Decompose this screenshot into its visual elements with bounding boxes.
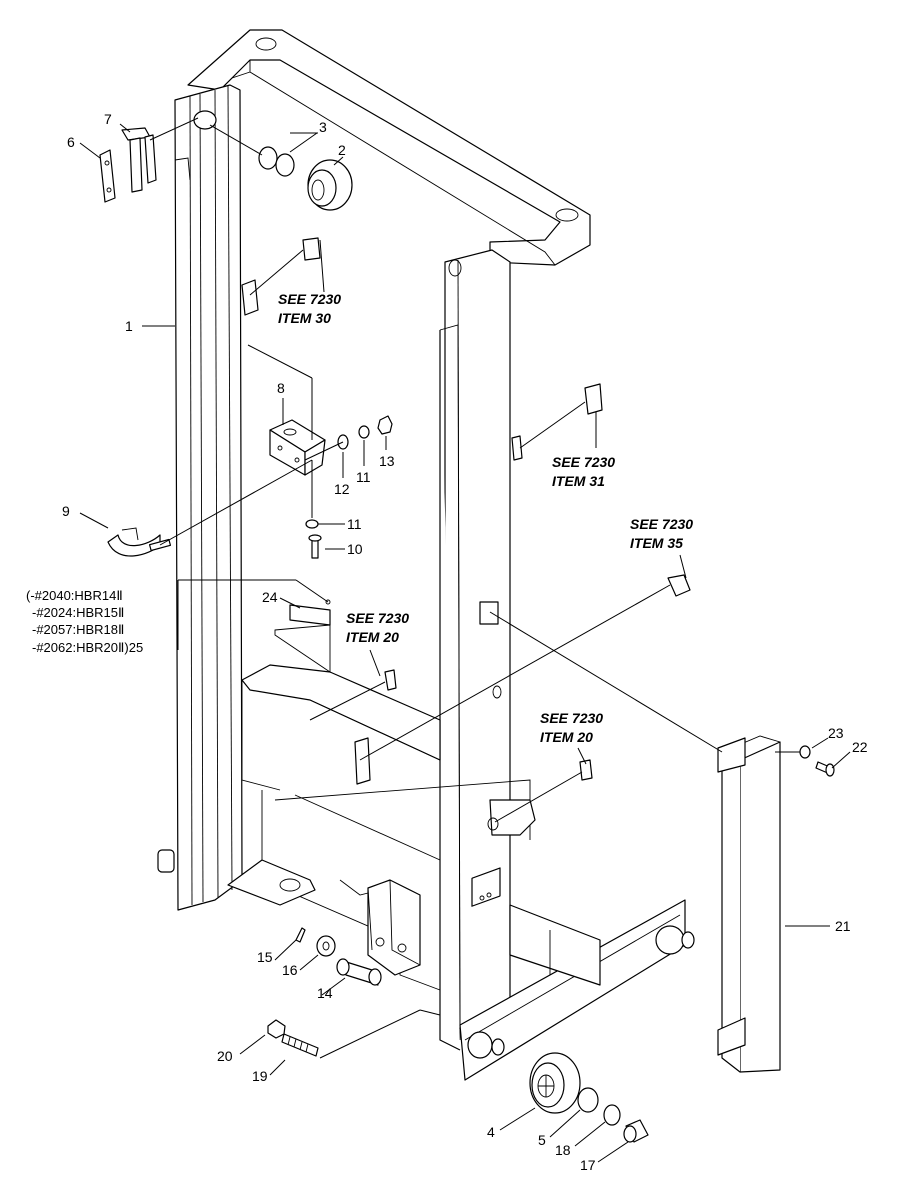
left-upright-channel xyxy=(157,84,243,911)
clip-mount-31 xyxy=(511,435,523,461)
part-5-snap-ring xyxy=(577,1087,599,1113)
part-11-washer-lower xyxy=(305,519,319,529)
part-22-screw xyxy=(815,761,835,777)
part-10-bolt xyxy=(308,534,322,559)
callout-5: 5 xyxy=(538,1132,546,1148)
callout-11-upper: 11 xyxy=(356,469,371,485)
callout-7: 7 xyxy=(104,111,112,127)
base-pan xyxy=(227,664,601,991)
clip-item-20-lower xyxy=(579,759,593,781)
callout-19: 19 xyxy=(252,1068,268,1084)
callout-9: 9 xyxy=(62,503,70,519)
callout-18: 18 xyxy=(555,1142,571,1158)
part-16-washer xyxy=(316,935,336,957)
see-7230-item-35-line1: SEE 7230 xyxy=(630,516,693,532)
reference-notes: SEE 7230 ITEM 30 SEE 7230 ITEM 31 SEE 72… xyxy=(278,291,693,745)
part-4-roller xyxy=(529,1052,581,1114)
part-19-adjust-bolt xyxy=(281,1033,319,1057)
part-15-cotter-pin xyxy=(295,927,306,943)
clip-item-35 xyxy=(667,574,691,597)
callout-4: 4 xyxy=(487,1124,495,1140)
callout-14: 14 xyxy=(317,985,333,1001)
callout-1: 1 xyxy=(125,318,133,334)
see-7230-item-30-line2: ITEM 30 xyxy=(278,310,331,326)
see-7230-item-31-line1: SEE 7230 xyxy=(552,454,615,470)
bottom-crossmember xyxy=(459,899,695,1081)
callout-13: 13 xyxy=(379,453,395,469)
callout-15: 15 xyxy=(257,949,273,965)
serial-note-line1: (-#2040:HBR14Ⅱ xyxy=(26,588,123,603)
callout-3: 3 xyxy=(319,119,327,135)
leader-lines xyxy=(79,117,851,1163)
part-3-shims xyxy=(258,146,295,177)
part-13-nut xyxy=(377,415,393,435)
part-17-cap xyxy=(623,1119,649,1143)
callout-2: 2 xyxy=(338,142,346,158)
anchor-bracket xyxy=(367,879,421,976)
callout-10: 10 xyxy=(347,541,363,557)
callout-20: 20 xyxy=(217,1048,233,1064)
part-2-bearing xyxy=(307,159,353,211)
callout-6: 6 xyxy=(67,134,75,150)
see-7230-item-35-line2: ITEM 35 xyxy=(630,535,683,551)
serial-note-line3: -#2057:HBR18Ⅱ xyxy=(32,622,124,637)
callout-labels: 1 2 3 4 5 6 7 8 9 10 11 11 12 13 14 15 1… xyxy=(62,111,868,1173)
clip-mount-20 xyxy=(354,737,371,785)
callout-17: 17 xyxy=(580,1157,596,1173)
clip-item-31 xyxy=(584,383,603,415)
serial-note-line4: -#2062:HBR20Ⅱ)25 xyxy=(32,640,143,655)
serial-note-line2: -#2024:HBR15Ⅱ xyxy=(32,605,124,620)
clip-mount-30 xyxy=(241,279,259,316)
part-14-pin xyxy=(336,958,382,986)
part-8-bracket xyxy=(269,419,326,476)
right-upright-channel xyxy=(439,249,511,1051)
part-18-shim xyxy=(603,1104,621,1126)
see-7230-item-20-upper-line2: ITEM 20 xyxy=(346,629,399,645)
callout-11-lower: 11 xyxy=(347,516,362,532)
part-11-washer-upper xyxy=(358,425,370,439)
see-7230-item-31-line2: ITEM 31 xyxy=(552,473,605,489)
callout-21: 21 xyxy=(835,918,851,934)
part-6-bracket xyxy=(99,149,116,203)
clip-item-20-upper xyxy=(384,669,397,691)
see-7230-item-30-line1: SEE 7230 xyxy=(278,291,341,307)
part-7-bracket xyxy=(121,127,157,193)
callout-12: 12 xyxy=(334,481,350,497)
see-7230-item-20-upper-line1: SEE 7230 xyxy=(346,610,409,626)
part-25-plate xyxy=(274,624,331,673)
see-7230-item-20-lower-line2: ITEM 20 xyxy=(540,729,593,745)
callout-8: 8 xyxy=(277,380,285,396)
callout-16: 16 xyxy=(282,962,298,978)
part-23-washer xyxy=(799,745,811,759)
clip-item-30 xyxy=(302,237,321,261)
part-9-clamp xyxy=(107,527,172,557)
callout-24: 24 xyxy=(262,589,278,605)
part-21-cover xyxy=(717,735,781,1073)
serial-range-note: (-#2040:HBR14Ⅱ -#2024:HBR15Ⅱ -#2057:HBR1… xyxy=(26,588,143,655)
callout-23: 23 xyxy=(828,725,844,741)
callout-22: 22 xyxy=(852,739,868,755)
see-7230-item-20-lower-line1: SEE 7230 xyxy=(540,710,603,726)
part-20-nut xyxy=(267,1019,286,1039)
part-24-plate xyxy=(289,604,331,626)
